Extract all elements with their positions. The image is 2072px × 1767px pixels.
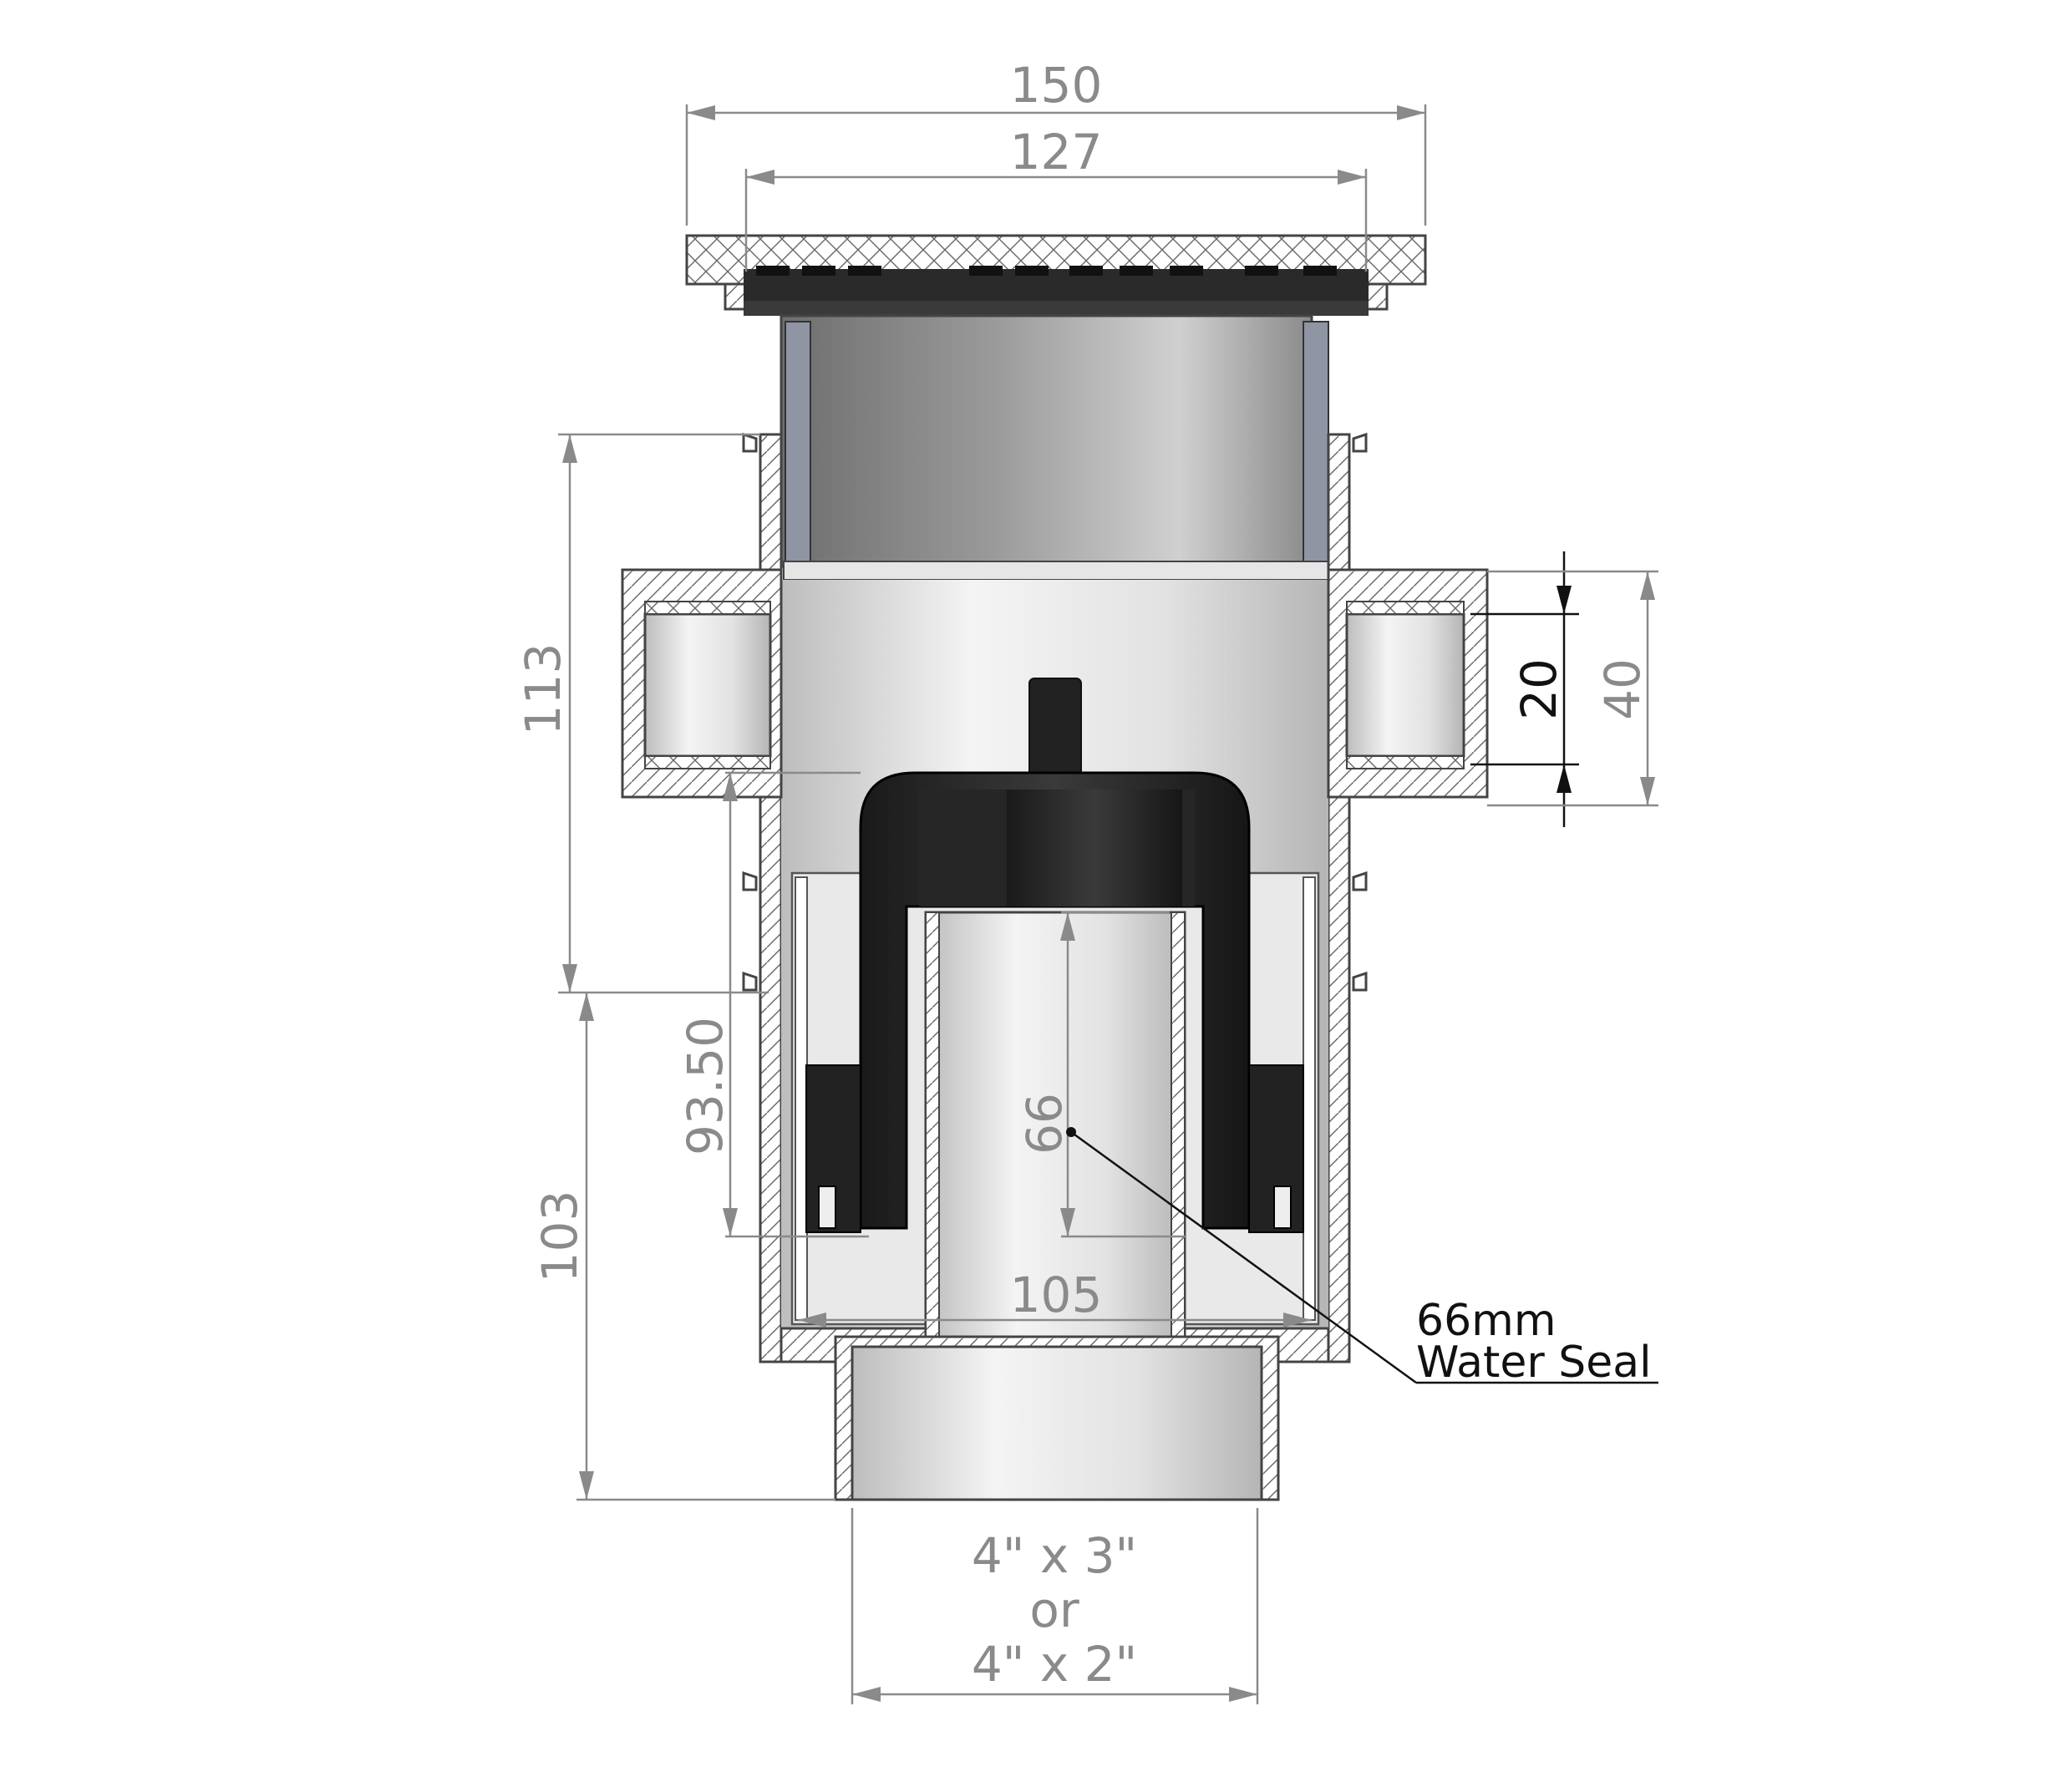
trap-bell bbox=[805, 678, 1304, 1233]
outlet-size-line3: 4" x 2" bbox=[972, 1636, 1137, 1693]
outlet bbox=[834, 1335, 1280, 1501]
water-seal-callout: 66mm Water Seal bbox=[1066, 1127, 1658, 1388]
upper-riser bbox=[780, 314, 1329, 581]
dimension-40: 40 bbox=[1487, 570, 1658, 807]
dimension-127: 127 bbox=[744, 124, 1368, 272]
dimension-103: 103 bbox=[531, 993, 835, 1501]
dimension-105-label: 105 bbox=[1010, 1267, 1103, 1323]
inlet-left bbox=[621, 568, 783, 799]
grate bbox=[685, 234, 1427, 316]
outlet-size-line1: 4" x 3" bbox=[972, 1527, 1137, 1584]
dimension-20-label: 20 bbox=[1511, 658, 1567, 720]
dimension-150-label: 150 bbox=[1010, 57, 1103, 114]
dimension-66-label: 66 bbox=[1016, 1093, 1073, 1155]
outlet-size-line2: or bbox=[1029, 1582, 1079, 1638]
dimension-66: 66 bbox=[1016, 911, 1186, 1238]
callout-line2: Water Seal bbox=[1416, 1338, 1652, 1388]
standpipe bbox=[924, 911, 1186, 1348]
dimension-150: 150 bbox=[685, 57, 1427, 226]
dimension-40-label: 40 bbox=[1594, 658, 1651, 720]
dimension-105: 105 bbox=[798, 1267, 1312, 1328]
grate-teeth bbox=[756, 266, 1337, 276]
dimension-93-50-label: 93.50 bbox=[677, 1017, 734, 1155]
dimension-113: 113 bbox=[515, 433, 769, 994]
dimension-127-label: 127 bbox=[1010, 124, 1103, 180]
inlet-right bbox=[1327, 568, 1489, 799]
dimension-113-label: 113 bbox=[515, 643, 571, 736]
callout-line1: 66mm bbox=[1416, 1296, 1556, 1346]
dimension-103-label: 103 bbox=[531, 1191, 588, 1283]
dimension-20: 20 bbox=[1470, 551, 1579, 827]
dimension-93-50: 93.50 bbox=[677, 771, 869, 1238]
dimension-outlet: 4" x 3" or 4" x 2" bbox=[851, 1508, 1259, 1704]
